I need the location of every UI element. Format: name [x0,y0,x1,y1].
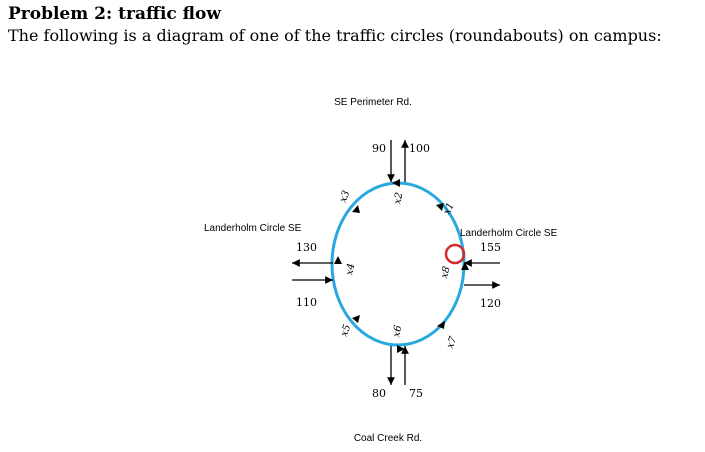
road-label-south: Coal Creek Rd. [354,433,422,444]
circle-arrow-x5 [352,315,360,323]
flow-north-in: 90 [372,142,386,155]
var-x5: x5 [339,323,353,338]
flow-west-out: 130 [296,241,317,254]
var-x4: x4 [344,262,357,276]
var-x8: x8 [439,265,453,279]
var-x1: x1 [442,201,457,217]
var-x2: x2 [392,191,405,205]
junction-highlight [444,243,466,265]
var-x3: x3 [338,189,352,204]
circle-arrow-x3 [352,205,360,213]
var-x6: x6 [391,324,404,338]
circle-arrow-x6 [397,345,405,353]
flow-south-out: 80 [372,387,386,400]
road-label-north: SE Perimeter Rd. [334,97,412,108]
var-x7: x7 [445,335,460,351]
road-label-east: Landerholm Circle SE [460,228,558,239]
problem-heading: Problem 2: traffic flow [8,4,222,24]
circle-arrow-x7 [437,321,445,329]
problem-intro: The following is a diagram of one of the… [8,26,662,45]
circle-arrow-x4 [334,256,342,264]
flow-south-in: 75 [409,387,423,400]
flow-north-out: 100 [409,142,430,155]
flow-east-in: 155 [480,241,501,254]
flow-west-in: 110 [296,296,317,309]
circle-arrow-x1 [436,203,444,211]
road-label-west: Landerholm Circle SE [204,223,302,234]
circle-arrow-x2 [392,179,400,187]
flow-east-out: 120 [480,297,501,310]
